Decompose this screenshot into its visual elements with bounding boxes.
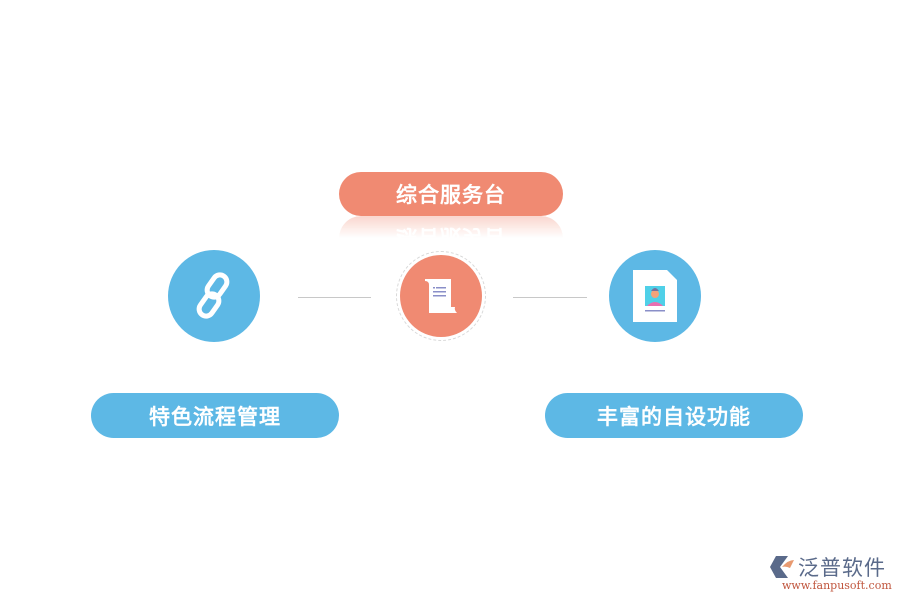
connector-line-left [298,297,371,298]
center-title-label: 综合服务台 [396,183,506,207]
right-label: 丰富的自设功能 [597,404,751,429]
profile-card-icon [633,270,677,322]
center-title-pill: 综合服务台 [339,172,563,216]
right-label-pill: 丰富的自设功能 [545,393,803,438]
center-node-ring [396,251,486,341]
logo-url-text: www.fanpusoft.com [782,579,892,592]
center-node-circle [400,255,482,337]
connector-line-right [513,297,587,298]
center-title-reflection: 综合服务台 [339,216,563,238]
brand-logo: 泛普软件 www.fanpusoft.com [768,552,893,592]
left-node-circle [168,250,260,342]
left-label-pill: 特色流程管理 [91,393,339,438]
scroll-document-icon [425,279,457,313]
right-node-circle [609,250,701,342]
chain-link-icon [196,272,230,319]
fanpu-logo-icon [770,556,794,578]
logo-brand-text: 泛普软件 [798,556,886,580]
left-label: 特色流程管理 [149,404,281,429]
